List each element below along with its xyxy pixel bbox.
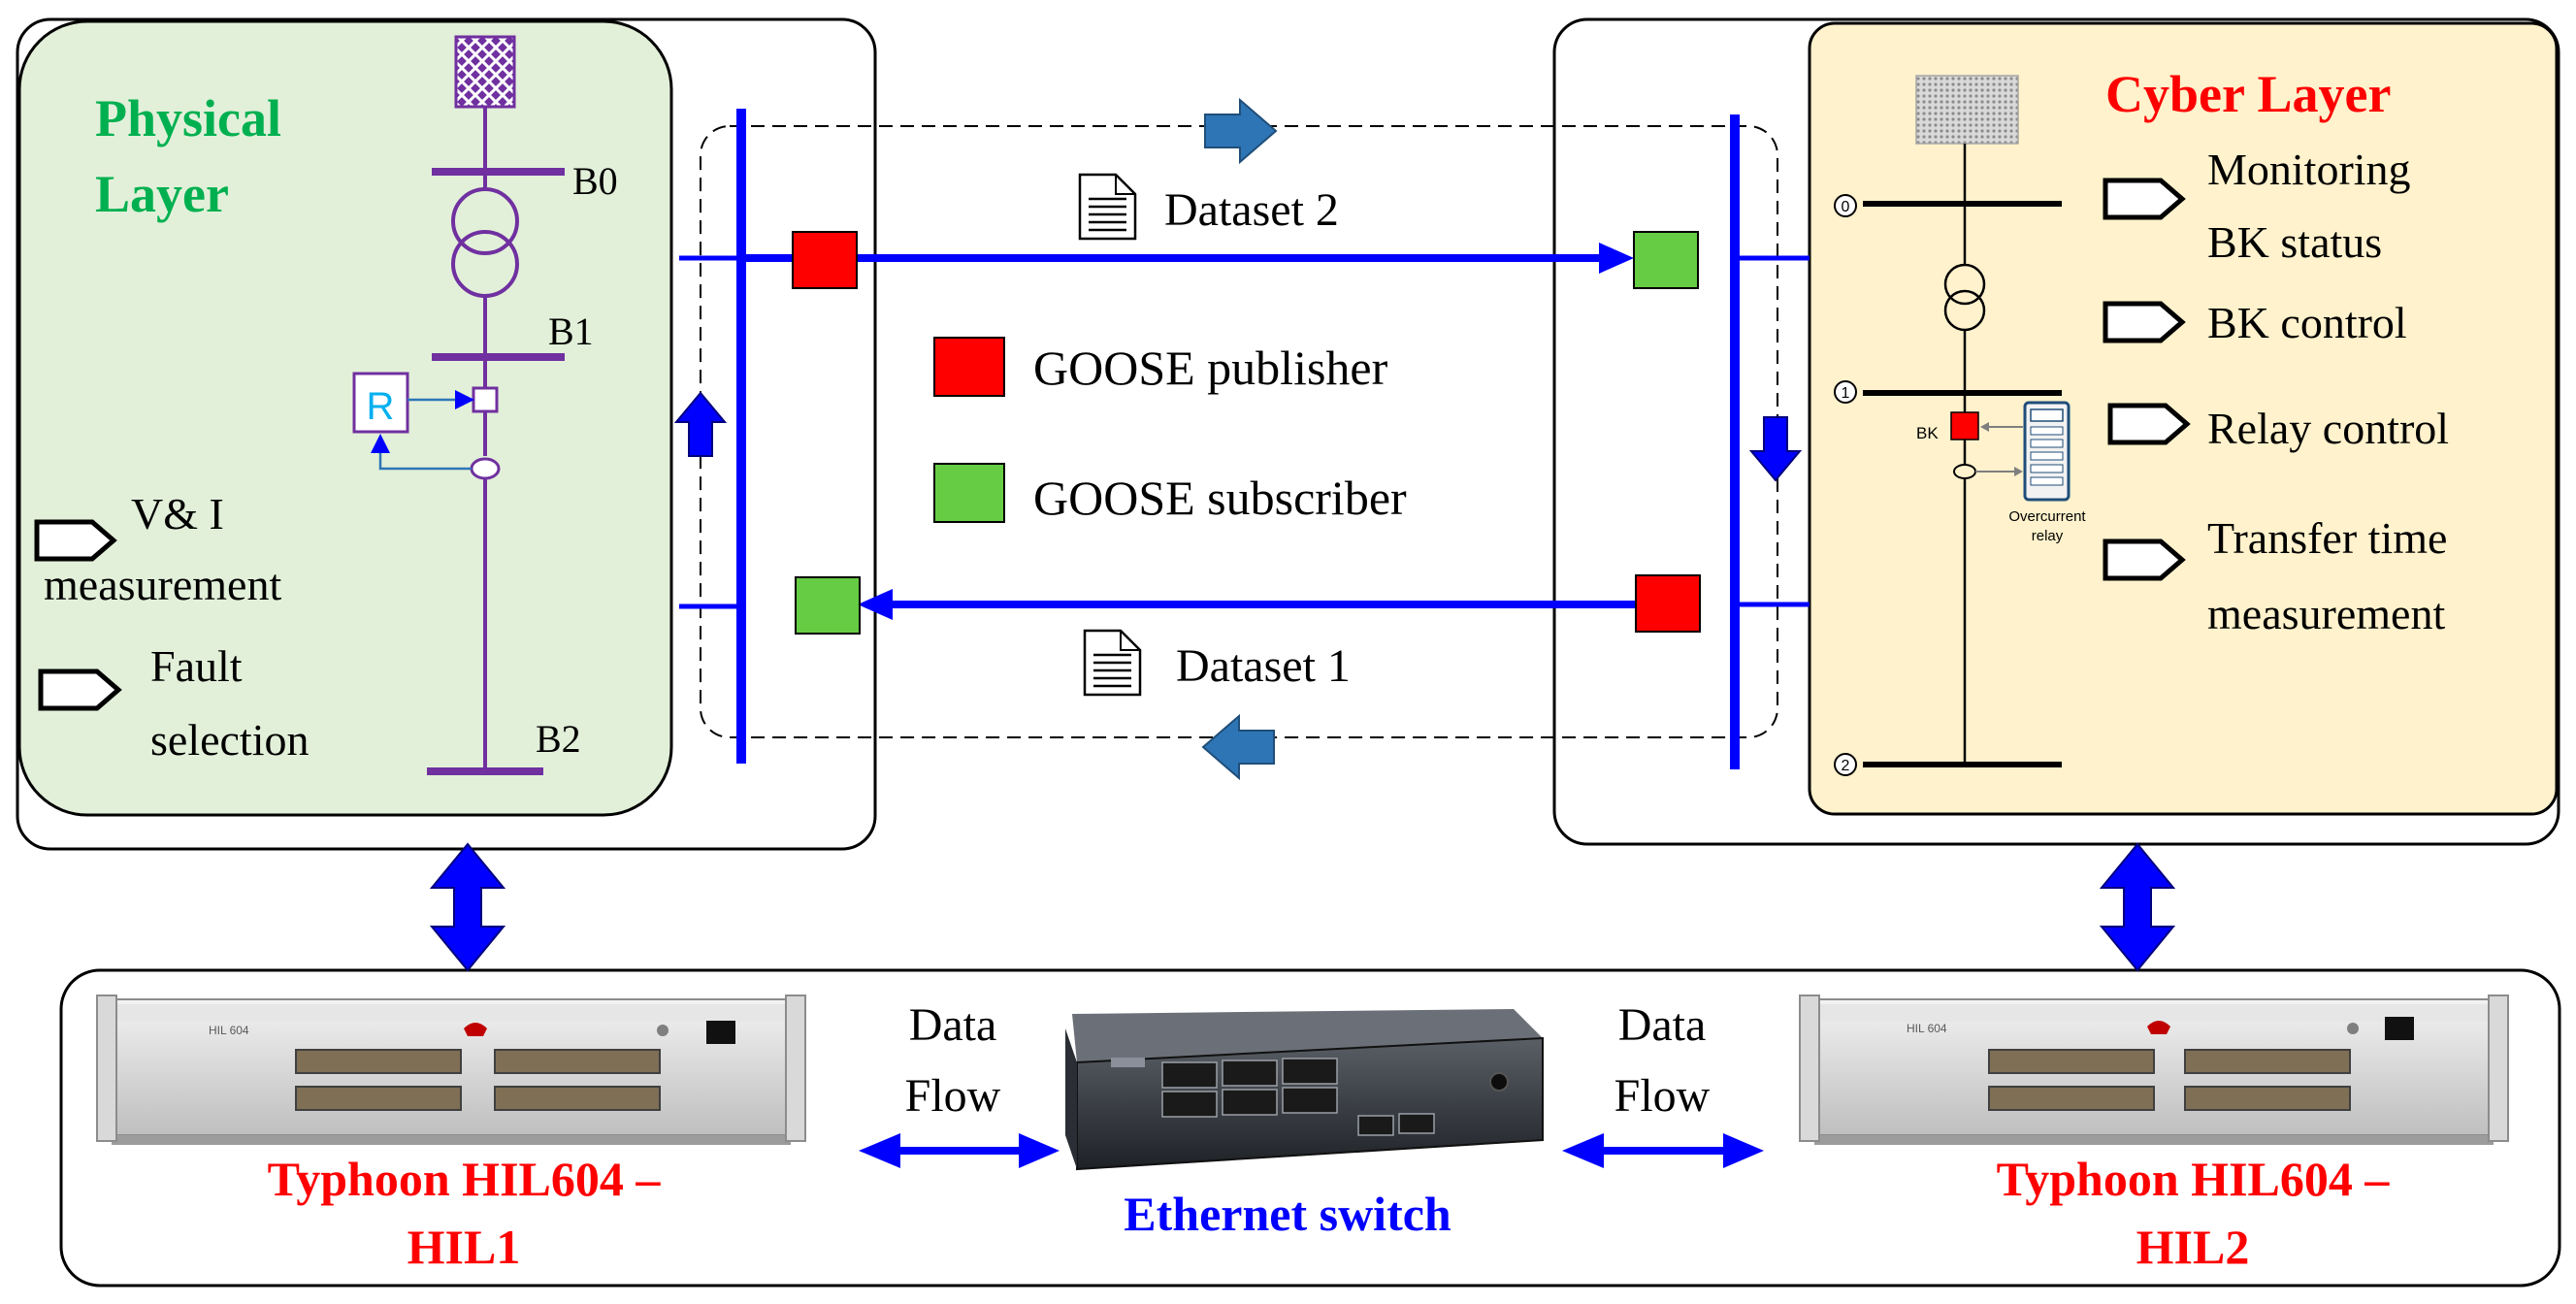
data-flow-right-label: Flow [1614,1070,1711,1122]
bus-2-label: 2 [1842,758,1850,774]
hil2-model-label: HIL 604 [1907,1022,1947,1035]
tag-fault-selection: Fault [150,641,243,691]
left-flow-arrow-icon [1201,713,1275,781]
bus-0-label: 0 [1842,199,1850,215]
left-network-bus [736,109,746,764]
bus-b1-label: B1 [548,310,594,353]
hil1-device-image [96,994,806,1145]
document-icon [1078,173,1137,241]
grid-source-icon [454,35,516,109]
data-flow-left-label: Flow [905,1070,1001,1122]
current-transformer-icon [470,457,501,480]
legend-subscriber-label: GOOSE subscriber [1033,471,1407,525]
data-flow-right-arrow-icon [1562,1133,1764,1168]
transformer-icon [1943,263,1986,306]
legend-subscriber-swatch [933,463,1005,523]
dataset1-label: Dataset 1 [1176,640,1351,692]
bus-1-marker [1834,380,1857,404]
ethernet-switch-label: Ethernet switch [1124,1187,1451,1241]
legend-publisher-swatch [933,337,1005,397]
physical-layer-title: Layer [95,165,229,223]
tag-transfer-time-measurement: Transfer time [2207,513,2447,563]
data-flow-left-arrow-icon [859,1133,1060,1168]
physical-layer-panel [17,19,673,817]
down-flow-arrow-icon [1748,416,1803,482]
dataset1-arrowhead [858,589,893,620]
up-flow-arrow-icon [673,391,728,457]
transformer-icon [451,187,519,255]
breaker-icon [1950,411,1979,440]
tag-monitoring-bk-status: Monitoring [2207,145,2411,194]
tag-monitoring-bk-status: BK status [2207,217,2382,267]
hil2-label: HIL2 [2136,1220,2250,1274]
overcurrent-relay-icon [2023,401,2071,502]
hil1-label: HIL1 [408,1220,521,1274]
hil2-label: Typhoon HIL604 – [1997,1152,2391,1206]
tag-arrow-icon [34,519,117,562]
dataset2-label: Dataset 2 [1164,184,1339,236]
goose-publisher-node [1635,574,1701,633]
relay-caption: relay [2032,528,2064,544]
goose-subscriber-node [795,576,861,635]
data-flow-left-label: Data [909,999,997,1051]
grid-source-icon [1915,75,2019,145]
dataset2-arrowhead [1599,243,1634,274]
hil1-connection-arrow-icon [429,842,506,972]
bus-b2-label: B2 [536,717,581,761]
tag-relay-control: Relay control [2207,404,2449,453]
bus-0-marker [1834,194,1857,217]
tag-vi-measurement: measurement [44,560,281,609]
bus-1-label: 1 [1842,385,1850,402]
breaker-icon [472,386,499,413]
tag-arrow-icon [2107,403,2191,445]
ethernet-switch-image [1065,1009,1544,1171]
right-network-bus [1730,114,1740,769]
data-flow-right-label: Data [1618,999,1707,1051]
hil1-label: Typhoon HIL604 – [268,1152,662,1206]
goose-publisher-node [792,231,858,289]
tag-arrow-icon [38,668,122,711]
tag-arrow-icon [2103,178,2186,220]
hil1-model-label: HIL 604 [209,1024,249,1037]
bk-label: BK [1916,424,1939,442]
bus-2-marker [1834,753,1857,776]
physical-layer-title: Physical [95,89,281,147]
hil2-device-image [1799,994,2509,1145]
document-icon [1083,629,1142,697]
relay-icon [352,372,409,434]
tag-vi-measurement: V& I [131,489,224,538]
relay-caption: Overcurrent [2008,508,2086,525]
tag-bk-control: BK control [2207,298,2407,347]
relay-symbol: R [367,385,395,428]
right-flow-arrow-icon [1204,97,1278,165]
tag-arrow-icon [2103,538,2186,581]
cyber-layer-title: Cyber Layer [2105,65,2391,123]
tag-arrow-icon [2103,301,2186,343]
goose-subscriber-node [1633,231,1699,289]
tag-fault-selection: selection [150,715,310,765]
tag-transfer-time-measurement: measurement [2207,589,2445,638]
legend-publisher-label: GOOSE publisher [1033,341,1388,395]
bus-b0-label: B0 [572,159,618,203]
hil2-connection-arrow-icon [2099,842,2176,972]
